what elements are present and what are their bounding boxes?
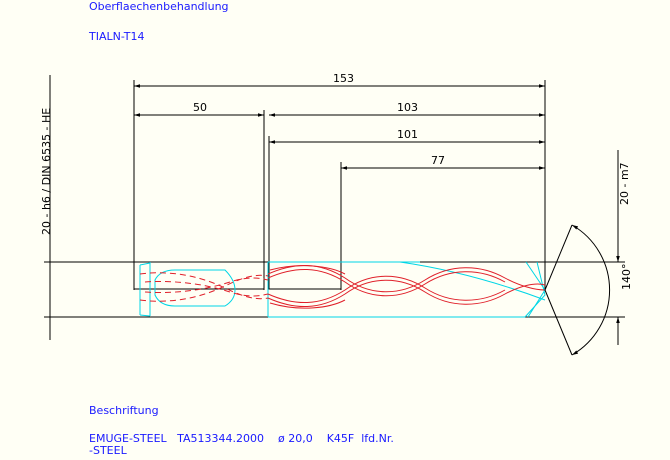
coating-label: TIALN-T14 — [88, 30, 145, 43]
helix-hidden-flutes — [139, 272, 269, 302]
helix-flutes — [267, 265, 546, 309]
inscription-line-2: -STEEL — [89, 444, 128, 457]
dimension-lines — [134, 84, 545, 170]
surface-treatment-label: Oberflaechenbehandlung — [89, 0, 229, 13]
shank-tolerance-label: 20 - h6 / DIN 6535 - HE — [40, 108, 53, 235]
dim-flute-to-end: 103 — [397, 101, 418, 114]
point-angle-indicator — [544, 224, 611, 356]
dim-cutting-length: 101 — [397, 128, 418, 141]
dim-overall-length: 153 — [333, 72, 354, 85]
point-angle-label: 140° — [620, 264, 633, 291]
dim-flute-length: 77 — [431, 154, 445, 167]
inscription-line-1: EMUGE-STEEL TA513344.2000 ø 20,0 K45F lf… — [89, 432, 394, 445]
inscription-label: Beschriftung — [89, 404, 159, 417]
diameter-tolerance-label: 20 - m7 — [618, 162, 631, 205]
dim-shank-length: 50 — [193, 101, 207, 114]
